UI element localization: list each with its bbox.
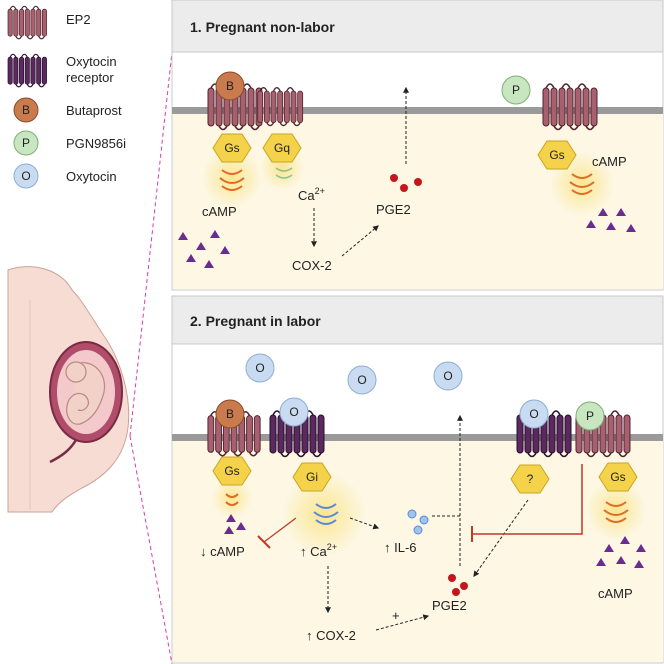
panel2-oxytocin-ligand [433,361,463,391]
butaprost-legend-icon [13,97,39,123]
panel1-camp-molecules-left [178,230,230,268]
panel2-bound-oxytocin-letter: O [289,405,298,419]
panel1-gs-right-label: Gs [549,148,564,162]
panel1-cAMP-signal-waves [219,169,245,191]
panel2-gs-right-label: Gs [610,470,625,484]
panel2-oxytocin-letter: O [443,369,452,383]
panel2-unknown-label: ? [527,472,534,486]
butaprost-legend-letter: B [22,103,30,117]
panel1-arrow-cox2-to-pge2 [341,225,379,257]
panel1-ca-label: Ca2+ [298,186,325,203]
panel2-oxytocin-letter: O [255,361,264,375]
panel2-bound-oxytocin-center [279,397,309,427]
legend-oxytocin-label: Oxytocin [66,169,117,184]
legend-oxytocin-receptor-label-2: receptor [66,70,114,85]
panel2-bound-oxytocin-right-letter: O [529,407,538,421]
panel2-arrow-cox2-to-pge2 [375,614,430,631]
panel2-pge2-dot [448,574,456,582]
panel1-pge2-dot [414,178,422,186]
panel1-cAMP-signal-waves-right [569,173,595,195]
panel2-pge2-dot [452,588,460,596]
panel2-header [171,295,664,345]
panel1-pge2-dot [390,174,398,182]
panel1-butaprost-letter: B [226,79,234,93]
panel2-arrow-unknown-to-pge2 [473,499,529,577]
panel-pregnant-non-labor: 1. Pregnant non-labor B Gs cAMP Gq Ca2+ … [171,0,664,291]
legend-oxytocin-receptor-label-1: Oxytocin [66,54,117,69]
panel2-cAMP-signal-waves-right [603,501,629,523]
panel1-ep2-receptor-mid [256,86,304,127]
panel1-title: 1. Pregnant non-labor [190,19,335,35]
panel1-gq-label: Gq [274,141,290,155]
legend-pgn-label: PGN9856i [66,136,126,151]
panel-pregnant-in-labor: 2. Pregnant in labor O O O B Gs ↓ cAMP O… [171,295,664,664]
panel2-gi-label: Gi [306,470,318,484]
panel2-cox2-up-label: ↑ COX-2 [306,628,356,643]
panel2-pge2-label: PGE2 [432,598,467,613]
panel2-il6-label: ↑ IL-6 [384,540,417,555]
panel2-oxytocin-ligand [347,365,377,395]
panel1-butaprost-ligand [215,71,245,101]
panel1-camp-left-label: cAMP [202,204,237,219]
connector-line-bottom [129,435,173,664]
panel2-oxytocin-letter: O [357,373,366,387]
panel1-gs-label: Gs [224,141,239,155]
panel2-ca-up-label: ↑ Ca2+ [300,542,337,559]
panel2-title: 2. Pregnant in labor [190,313,321,329]
panel2-il6-dot [413,525,423,535]
panel2-butaprost-letter: B [226,407,234,421]
panel2-membrane [172,434,663,441]
connector-line-top [129,51,173,437]
panel2-gs-left-label: Gs [224,464,239,478]
panel1-cox2-label: COX-2 [292,258,332,273]
legend-ep2-label: EP2 [66,12,91,27]
panel2-camp-molecules-right [596,536,646,568]
pgn-legend-letter: P [22,136,30,150]
panel1-pge2-dot [400,184,408,192]
panel2-inhibition-line-camp [263,517,297,543]
oxytocin-legend-letter: O [21,169,30,183]
panel2-pgn-ligand [575,401,605,431]
panel2-bound-oxytocin-right [519,399,549,429]
panel2-inhibition-line-right [472,464,583,535]
panel1-pgn-ligand [501,75,531,105]
panel2-oxytocin-ligand [245,353,275,383]
ep2-legend-icon [7,5,48,40]
panel1-camp-molecules-right [586,208,636,232]
legend-butaprost-label: Butaprost [66,103,122,118]
panel2-camp-molecules-left [224,514,246,534]
panel1-camp-right-label: cAMP [592,154,627,169]
legend: EP2 Oxytocin receptor B Butaprost P PGN9… [7,5,126,189]
oxytocin-legend-icon [13,163,39,189]
panel1-header [171,0,664,53]
panel2-ca-signal-waves [313,503,339,525]
panel2-il6-dot [419,515,429,525]
panel1-membrane [172,107,663,114]
panel2-inhibition-bar-camp [257,535,271,549]
panel2-pgn-letter: P [586,409,594,423]
panel2-pge2-dot [460,582,468,590]
panel1-pgn-letter: P [512,83,520,97]
pregnant-woman-illustration [7,266,130,513]
panel2-camp-right-label: cAMP [598,586,633,601]
panel1-pge2-label: PGE2 [376,202,411,217]
panel2-il6-dot [407,509,417,519]
panel2-butaprost-ligand [215,399,245,429]
panel1-ep2-receptor-right [542,83,598,131]
panel2-camp-down-label: ↓ cAMP [200,544,245,559]
pgn-legend-icon [13,130,39,156]
panel2-plus-label: + [392,608,400,623]
oxytocin-receptor-legend-icon [7,53,48,88]
